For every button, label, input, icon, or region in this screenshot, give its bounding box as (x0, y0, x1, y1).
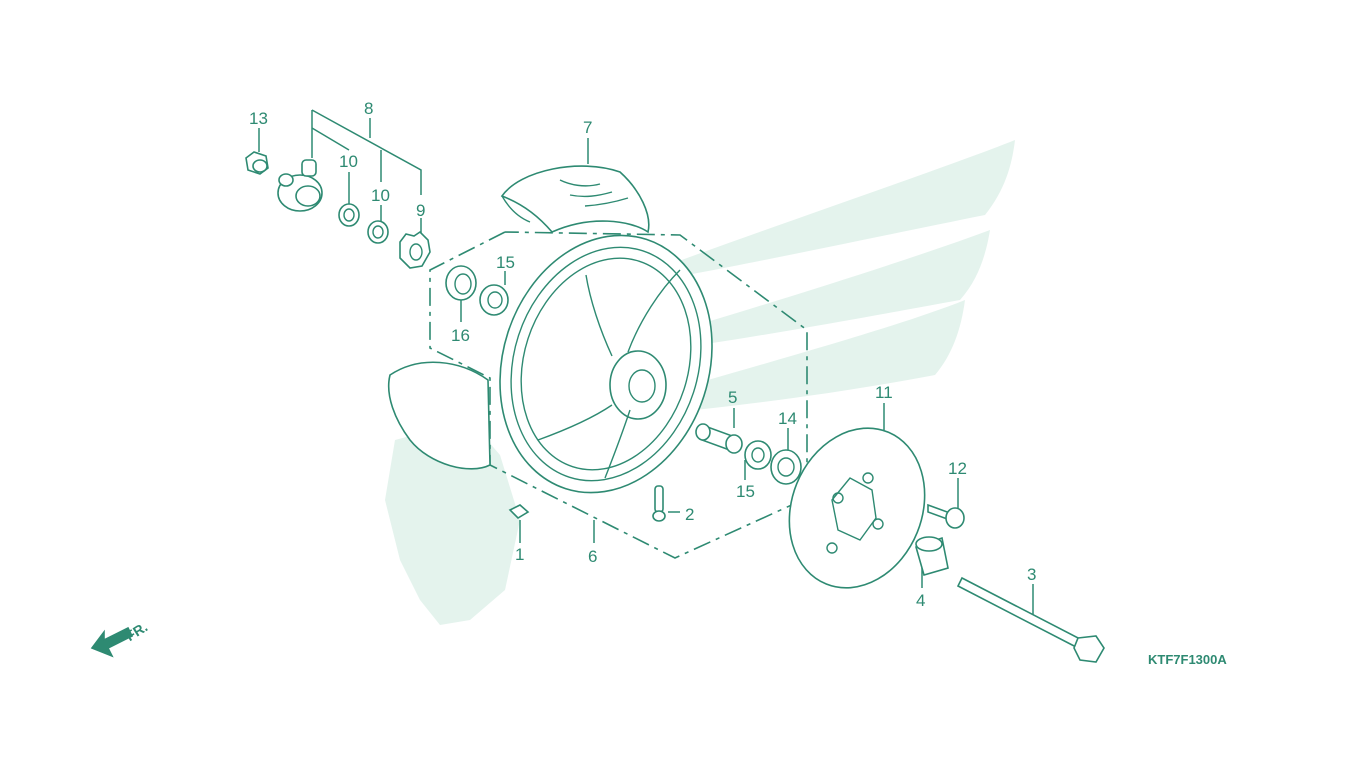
direction-arrow-icon (90, 626, 134, 658)
part-7-tire-drawing (500, 165, 650, 234)
part-label-1: 1 (515, 545, 524, 564)
part-7-tire-lower-drawing (387, 361, 491, 470)
part-label-3: 3 (1027, 565, 1036, 584)
part-11-brake-disc-drawing (788, 427, 926, 589)
part-1-valve-drawing (508, 504, 530, 520)
part-label-2: 2 (685, 505, 694, 524)
part-8-gearbox-drawing (277, 159, 323, 212)
part-label-14: 14 (778, 409, 797, 428)
part-3-axle-drawing (956, 576, 1105, 663)
part-label-16: 16 (451, 326, 470, 345)
part-label-11: 11 (875, 383, 893, 402)
part-10-seal-drawing (338, 203, 389, 244)
part-2-valve-stem-drawing (652, 485, 666, 522)
part-label-5: 5 (728, 388, 737, 407)
part-label-10a: 10 (339, 152, 358, 171)
part-15-bearing-drawing (479, 284, 509, 316)
diagram-code: KTF7F1300A (1148, 652, 1227, 667)
part-label-10b: 10 (371, 186, 390, 205)
part-label-7: 7 (583, 118, 592, 137)
part-label-9: 9 (416, 201, 425, 220)
part-label-12: 12 (948, 459, 967, 478)
part-15-bearing-right-drawing (744, 440, 772, 470)
part-label-13: 13 (249, 109, 268, 128)
assembly-outline (429, 231, 808, 559)
direction-label: FR. (123, 619, 151, 645)
part-6-wheel-drawing (499, 234, 713, 494)
leader-lines (258, 109, 1034, 616)
part-label-8: 8 (364, 99, 373, 118)
part-4-collar-drawing (915, 536, 949, 576)
part-label-15b: 15 (736, 482, 755, 501)
part-5-spacer-drawing (695, 423, 743, 454)
parts-drawings (90, 151, 1105, 663)
part-labels: 13 8 10 10 9 7 15 16 5 14 15 11 12 4 3 1… (123, 99, 1228, 667)
part-12-bolt-drawing (927, 503, 965, 529)
part-9-gear-drawing (399, 230, 431, 269)
part-label-6: 6 (588, 547, 597, 566)
part-label-15a: 15 (496, 253, 515, 272)
part-13-bolt-drawing (245, 151, 269, 175)
part-16-seal-drawing (445, 265, 477, 301)
part-14-seal-drawing (770, 449, 802, 485)
part-label-4: 4 (916, 591, 925, 610)
